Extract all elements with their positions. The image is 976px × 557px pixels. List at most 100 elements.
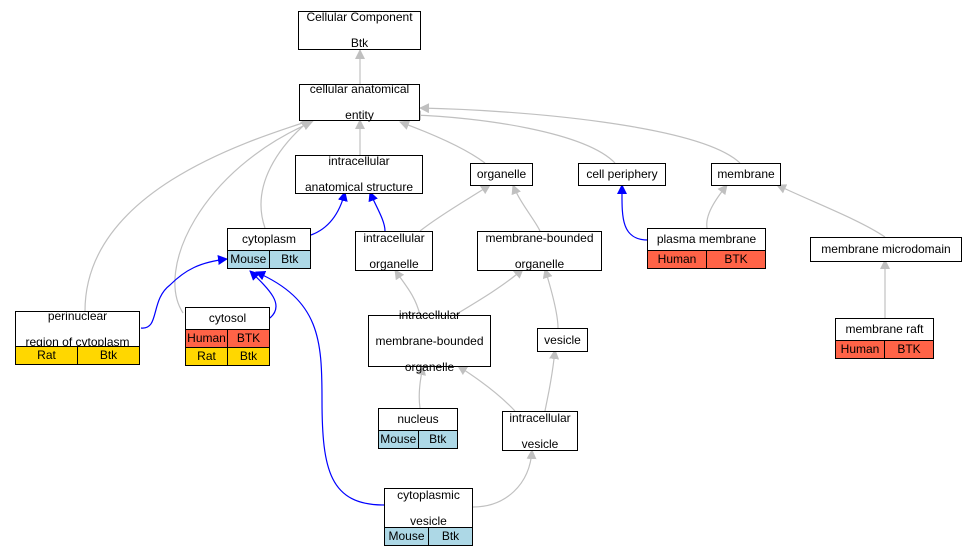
annotation-cell: BTK (706, 251, 765, 268)
node-label-line: intracellular (363, 230, 425, 245)
node-label-line: organelle (476, 167, 527, 181)
edge-cellper-cae-is_a (411, 110, 616, 164)
node-label: intracellular vesicle (503, 410, 577, 451)
node-label: cytoplasm (228, 229, 310, 250)
edge-cytovesicle-cytoplasm-part_of (255, 271, 385, 506)
node-label-line: vesicle (521, 436, 559, 451)
annotation-cell: Btk (428, 528, 472, 545)
node-intracellular-vesicle[interactable]: intracellular vesicle (502, 411, 578, 451)
node-label-line: vesicle (410, 513, 447, 528)
annotation-cell: Btk (77, 347, 139, 364)
node-label-line: anatomical structure (304, 180, 414, 194)
edge-ivesicle-vesicle-is_a (544, 349, 560, 412)
edge-perinuc-cytoplasm-part_of (140, 255, 228, 329)
edge-intraorg-ias-part_of (368, 191, 386, 232)
edge-perinuc-cae-is_a (84, 117, 316, 312)
edge-ivesicle-imbo-is_a (457, 365, 516, 412)
node-label: membrane raft (836, 319, 933, 340)
node-label: vesicle (538, 329, 587, 351)
node-label-line: membrane-bounded (375, 333, 484, 348)
node-organelle[interactable]: organelle (470, 163, 533, 186)
annotation-cell: Rat (186, 348, 227, 365)
edge-plasmamem-cellper-part_of (616, 184, 649, 241)
node-label: cytosol (186, 308, 269, 329)
annotation-cell: BTK (227, 330, 269, 347)
edge-intraorg-organelle-is_a (419, 184, 491, 232)
edge-organelle-cae-is_a (399, 120, 486, 164)
node-membrane-bounded-organelle[interactable]: membrane-bounded organelle (477, 231, 602, 271)
edge-vesicle-mbo-is_a (542, 268, 559, 329)
node-label: membrane-bounded organelle (478, 230, 601, 271)
node-label: cell periphery (579, 164, 665, 185)
edge-cytosol-cae-is_a (174, 120, 313, 314)
node-label: membrane (712, 164, 780, 185)
node-label-line: organelle (369, 256, 419, 271)
node-label-line: membrane raft (845, 322, 924, 336)
annotation-cell: Rat (16, 347, 77, 364)
annotation-cell: Btk (268, 251, 310, 268)
node-vesicle[interactable]: vesicle (537, 328, 588, 352)
node-label-line: membrane (717, 167, 775, 181)
edge-cytoplasm-ias-part_of (310, 191, 348, 236)
annotation-cell: Btk (227, 348, 269, 365)
node-label-line: intracellular (509, 410, 571, 425)
edge-imbo-mbo-is_a (454, 268, 524, 316)
node-membrane[interactable]: membrane (711, 163, 781, 186)
node-label-line: perinuclear (47, 308, 108, 323)
node-label: membrane microdomain (811, 238, 961, 261)
node-label-line: vesicle (544, 332, 581, 347)
annotation-cell: Human (186, 330, 227, 347)
annotation-cell: BTK (884, 341, 933, 358)
annotation-cell: Btk (417, 431, 457, 448)
node-label: cellular anatomical entity (300, 82, 419, 122)
node-label-line: cytosol (208, 311, 247, 325)
node-cell-periphery[interactable]: cell periphery (578, 163, 666, 186)
annotation-cell: Mouse (228, 251, 269, 268)
edge-cytovesicle-ivesicle-is_a (472, 449, 537, 508)
node-label-line: nucleus (397, 412, 439, 426)
node-label: organelle (471, 164, 532, 185)
edge-mbo-organelle-is_a (511, 184, 541, 232)
node-label-line: organelle (514, 256, 565, 271)
annotation-cell: Human (836, 341, 884, 358)
node-intracellular-organelle[interactable]: intracellular organelle (355, 231, 433, 271)
node-label-line: membrane microdomain (821, 242, 951, 256)
node-cellular-anatomical-entity[interactable]: cellular anatomical entity (299, 82, 420, 122)
node-label-line: Btk (350, 36, 369, 50)
edge-mmd-membrane-is_a (776, 184, 886, 238)
node-label-line: region of cytoplasm (25, 334, 130, 349)
node-label-line: entity (345, 108, 374, 122)
annotation-cell: Mouse (385, 528, 428, 545)
node-label: perinuclear region of cytoplasm (16, 308, 139, 349)
edge-membrane-cae-is_a (419, 103, 741, 164)
node-label-line: intracellular (398, 307, 461, 322)
node-label-line: membrane-bounded (485, 230, 594, 245)
edge-nucleus-imbo-is_a (416, 365, 427, 409)
node-label-line: plasma membrane (656, 232, 757, 246)
node-label: plasma membrane (648, 229, 765, 250)
node-label-line: cellular anatomical (309, 82, 410, 96)
node-membrane-microdomain[interactable]: membrane microdomain (810, 237, 962, 262)
annotation-cell: Human (648, 251, 706, 268)
